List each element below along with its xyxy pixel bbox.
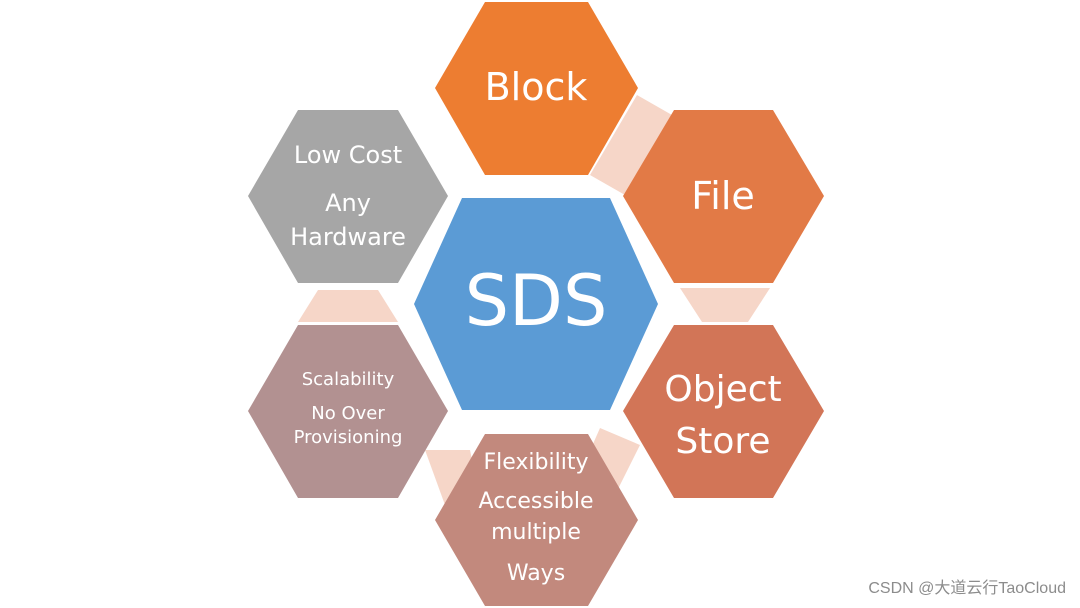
- center-label: SDS: [464, 260, 608, 342]
- hex-file: [623, 110, 824, 283]
- block-label: Block: [484, 65, 588, 109]
- file-label: File: [691, 174, 755, 218]
- flexibility-line-4: Ways: [506, 561, 566, 586]
- object-store-line-1: Object: [664, 369, 782, 410]
- hex-flexibility: [435, 434, 638, 606]
- scalability-label: Scalability No Over Provisioning: [248, 371, 448, 447]
- flexibility-line-3: multiple: [491, 520, 581, 545]
- low-cost-line-3: Hardware: [290, 223, 406, 251]
- watermark: CSDN @大道云行TaoCloud: [868, 580, 1066, 597]
- hex-low-cost: [248, 110, 448, 283]
- object-store-line-2: Store: [675, 421, 771, 462]
- flexibility-label: Flexibility Accessible multiple Ways: [436, 452, 636, 585]
- hex-object-store: [623, 325, 824, 498]
- hex-scalability: [248, 325, 448, 498]
- connector-block-file: [590, 95, 672, 195]
- scalability-line-2: No Over: [311, 403, 385, 424]
- scalability-line-3: Provisioning: [293, 427, 403, 448]
- flexibility-line-2: Accessible: [478, 489, 594, 514]
- low-cost-line-2: Any: [325, 189, 371, 217]
- hex-block: [435, 2, 638, 175]
- scalability-line-1: Scalability: [301, 369, 395, 390]
- connector-scalability-low-cost: [298, 290, 398, 322]
- object-store-label: Object Store: [623, 364, 823, 468]
- flexibility-line-1: Flexibility: [483, 450, 589, 475]
- low-cost-line-1: Low Cost: [293, 141, 403, 169]
- hex-sds-center: [414, 198, 658, 410]
- low-cost-label: Low Cost Any Hardware: [248, 143, 448, 249]
- connector-file-object-store: [680, 288, 770, 322]
